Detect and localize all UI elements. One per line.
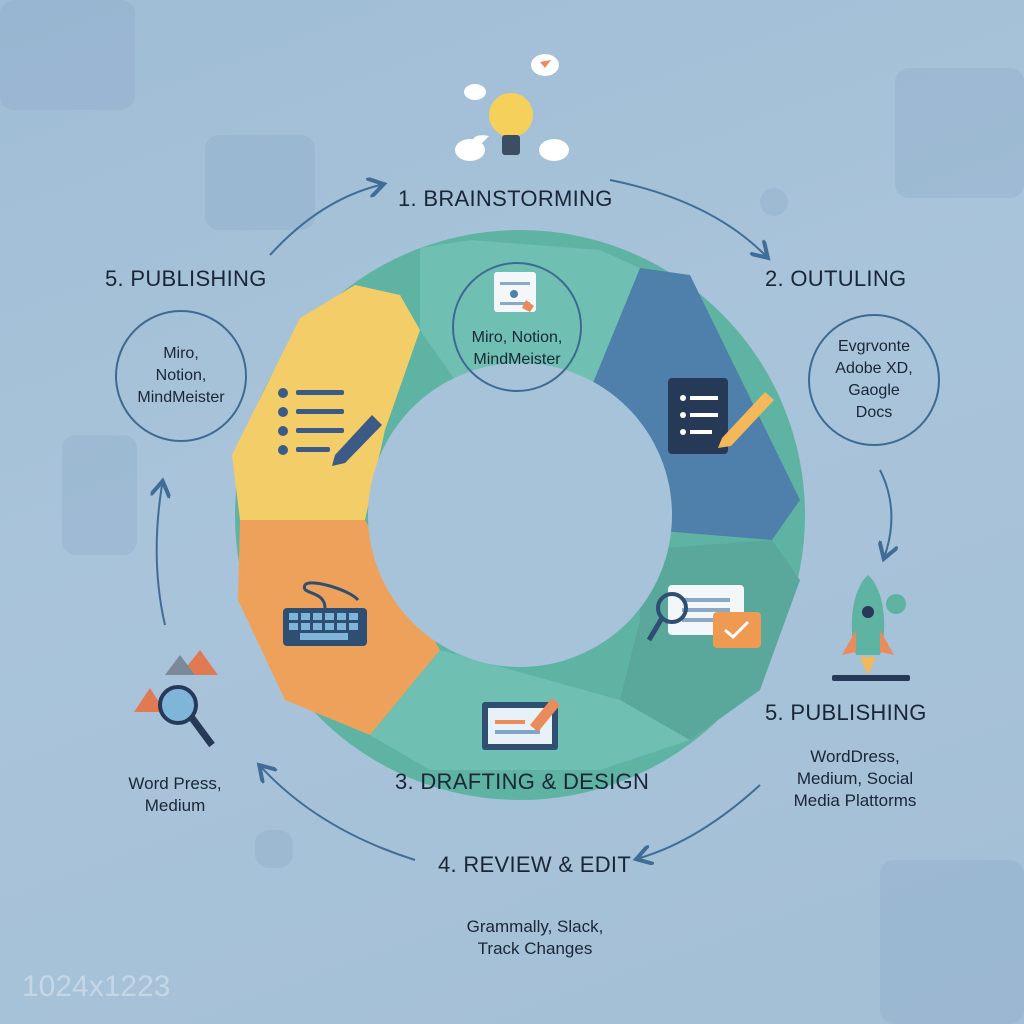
- arrow-publishing-to-review: [640, 784, 761, 858]
- stage-label-outlining: 2. OUTULING: [765, 266, 907, 291]
- tool-name: Track Changes: [477, 939, 593, 958]
- ring-segment-planning: [232, 285, 420, 520]
- stage-label-review: 4. REVIEW & EDIT: [438, 852, 632, 877]
- magnifier-mountains-icon: [134, 650, 218, 748]
- tool-name: Adobe XD,: [835, 360, 913, 377]
- ring-segment-review: [620, 540, 800, 740]
- stage-label-drafting: 3. DRAFTING & DESIGN: [395, 769, 650, 794]
- arrow-outlining-to-publishing: [880, 469, 891, 555]
- tools-publishing-right: WordDress, Medium, Social Media Plattorm…: [780, 746, 930, 812]
- stage-label-publishing-right: 5. PUBLISHING: [765, 700, 927, 725]
- tool-name: Miro, Notion,: [471, 329, 563, 346]
- ring-center: [368, 363, 672, 667]
- laptop-pen-icon: [482, 698, 560, 750]
- tools-circle-left: Miro, Notion, MindMeister: [115, 310, 247, 442]
- tool-name: Evgrvonte: [837, 338, 911, 355]
- lightbulb-icon: [455, 54, 569, 161]
- tool-name: Miro,: [163, 345, 199, 362]
- watermark-text: 1024x1223: [22, 970, 171, 1003]
- tool-name: Gaogle: [848, 382, 900, 399]
- tools-circle-right: Evgrvonte Adobe XD, Gaogle Docs: [808, 314, 940, 446]
- review-magnifier-icon: [646, 585, 761, 648]
- background-block: [880, 860, 1024, 1024]
- tool-name: Notion,: [155, 367, 207, 384]
- tool-name: Medium: [144, 796, 206, 815]
- tools-left-bottom: Word Press, Medium: [110, 773, 240, 817]
- tool-name: Grammally, Slack,: [466, 917, 604, 936]
- arrow-review-to-drafting: [262, 768, 416, 861]
- tool-name: Media Plattorms: [793, 791, 917, 810]
- arrow-brainstorming-to-outlining: [609, 179, 765, 255]
- tool-name: MindMeister: [473, 351, 561, 368]
- background-block: [760, 188, 788, 216]
- document-pencil-icon: [668, 378, 774, 454]
- tools-circle-center: Miro, Notion, MindMeister: [452, 262, 582, 392]
- background-block: [0, 0, 135, 110]
- rocket-icon: [832, 575, 910, 681]
- keyboard-icon: [283, 581, 367, 646]
- background-block: [62, 435, 137, 555]
- background-block: [255, 830, 293, 868]
- flow-arrows: [157, 180, 892, 860]
- background-block: [205, 135, 315, 230]
- tool-name: Word Press,: [128, 774, 222, 793]
- tool-name: MindMeister: [137, 389, 225, 406]
- arrow-drafting-to-publishing-left: [157, 485, 165, 626]
- tool-name: Medium, Social: [796, 769, 914, 788]
- tools-review: Grammally, Slack, Track Changes: [445, 916, 625, 960]
- stage-label-publishing-left: 5. PUBLISHING: [105, 266, 267, 291]
- arrow-publishing-to-brainstorming: [269, 185, 380, 256]
- background-block: [895, 68, 1024, 198]
- stage-label-brainstorming: 1. BRAINSTORMING: [398, 186, 613, 211]
- tool-name: WordDress,: [810, 747, 900, 766]
- checklist-pencil-icon: [278, 388, 382, 466]
- tool-name: Docs: [855, 404, 893, 421]
